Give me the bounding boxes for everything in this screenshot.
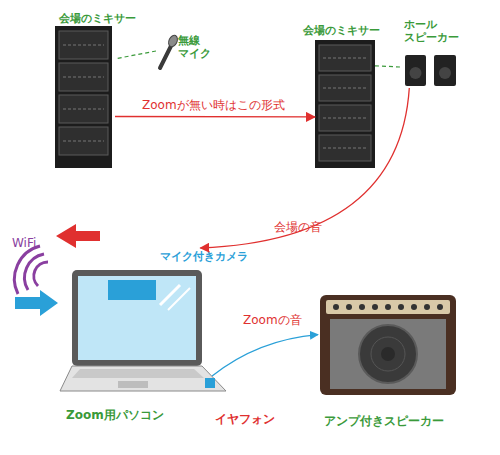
amp-cone [359,325,417,383]
speaker-box [405,55,426,86]
amp-knob [333,304,339,310]
download-arrow [15,290,58,316]
amp-knob [424,304,430,310]
connector-label: Zoomの音 [243,313,302,327]
rack-detail [63,141,104,142]
amp-cone-ring [371,337,405,371]
rack-unit [59,31,108,59]
wifi-symbol [14,246,48,294]
rack-detail [323,88,367,89]
laptop-screen-frame [72,270,202,366]
amp-knob [398,304,404,310]
rack-body [55,26,112,168]
amp-knob [385,304,391,310]
node-label: アンプ付きスピーカー [324,414,444,428]
wireless-mic [160,34,179,68]
amp-grill [330,319,446,389]
amp-speaker-node: アンプ付きスピーカー [318,292,458,434]
amp-cabinet [320,295,456,395]
amp-knob [437,304,443,310]
zoom-pc-node: Zoom用パソコンマイク付きカメラ [60,266,232,428]
rack-unit [319,105,371,131]
rack-detail [323,118,367,119]
node-label: 会場のミキサー [303,24,380,37]
wifi-arc [14,246,40,294]
connector [375,66,400,67]
rack-detail [323,148,367,149]
connector-label: 会場の音 [274,220,322,234]
node-label: 会場のミキサー [59,12,136,25]
connector [212,335,318,376]
connector [115,116,315,118]
wifi-arc [34,262,48,286]
rack-unit [319,75,371,101]
connector-label: Zoomが無い時はこの形式 [142,98,285,112]
node-label: 無線 マイク [178,34,216,60]
hall-speakers [405,55,456,86]
rack-unit [59,95,108,123]
amp-knob [411,304,417,310]
node-label: マイク付きカメラ [160,250,248,263]
rack-unit [319,45,371,71]
laptop-screen [78,276,196,360]
laptop-touchpad [118,381,148,388]
mixer-node: 会場のミキサー [55,12,115,168]
laptop-keyboard [72,369,204,378]
rack-body [315,40,375,168]
mic-handle [160,46,171,68]
laptop-base [60,366,226,391]
wifi-arc [25,254,44,290]
node-label: イヤフォン [215,412,275,426]
earphone-node: イヤフォン [203,376,273,428]
mixer-node: 会場のミキサー [315,22,375,168]
wireless-mic-node: 無線 マイク [156,30,206,72]
node-label: ホール スピーカー [404,18,466,44]
wifi-label: WiFi [12,236,36,250]
speaker-cone [410,67,422,79]
rack-unit [59,127,108,155]
hall-speakers-node: ホール スピーカー [400,18,462,88]
rack-detail [323,58,367,59]
connector [115,51,156,59]
screen-highlight [168,288,190,310]
amp-knob [372,304,378,310]
speaker-cone [439,67,451,79]
node-label: Zoom用パソコン [66,408,164,422]
amp-cone-center [381,347,395,361]
rack-unit [59,63,108,91]
amp-knob [359,304,365,310]
amp-panel [326,300,450,314]
mixer-rack [55,26,112,168]
mixer-rack [315,40,375,168]
mic-camera-node: マイク付きカメラ [108,248,248,300]
rack-detail [63,77,104,78]
laptop [60,270,226,391]
amp-knob [346,304,352,310]
mic-head [167,34,179,48]
rack-detail [63,45,104,46]
amp-speaker [320,295,456,395]
earphone-jack [205,378,215,388]
rack-unit [319,135,371,161]
speaker-box [434,55,456,86]
rack-detail [63,109,104,110]
upload-arrow [56,224,100,248]
camera-body [108,280,156,300]
